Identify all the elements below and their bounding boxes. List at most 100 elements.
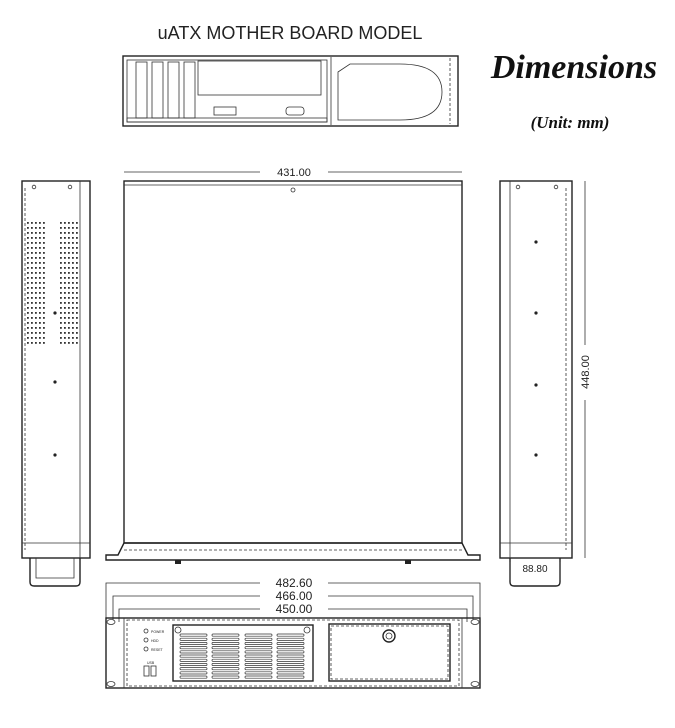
vent-slot xyxy=(244,667,273,671)
vent-slot xyxy=(244,633,273,637)
vent-hole xyxy=(60,262,62,264)
vent-hole xyxy=(31,232,33,234)
vent-hole xyxy=(72,302,74,304)
vent-hole xyxy=(64,337,66,339)
vent-slot xyxy=(211,658,240,662)
vent-hole xyxy=(60,292,62,294)
vent-hole xyxy=(76,232,78,234)
vent-hole xyxy=(39,257,41,259)
vent-hole xyxy=(60,222,62,224)
vent-hole xyxy=(35,242,37,244)
vent-hole xyxy=(60,287,62,289)
vent-hole xyxy=(27,282,29,284)
vent-hole xyxy=(76,327,78,329)
vent-hole xyxy=(64,227,66,229)
vent-hole xyxy=(35,237,37,239)
vent-hole xyxy=(76,222,78,224)
vent-hole xyxy=(64,317,66,319)
vent-hole xyxy=(72,252,74,254)
vent-hole xyxy=(39,272,41,274)
vent-hole xyxy=(43,282,45,284)
front-dimensions: 482.60 466.00 450.00 xyxy=(105,576,481,622)
vent-hole xyxy=(27,247,29,249)
vent-hole xyxy=(43,342,45,344)
vent-hole xyxy=(35,302,37,304)
vent-hole xyxy=(68,242,70,244)
vent-hole xyxy=(72,262,74,264)
vent-hole xyxy=(31,332,33,334)
vent-hole xyxy=(35,297,37,299)
vent-slot xyxy=(244,675,273,679)
vent-hole xyxy=(43,227,45,229)
vent-hole xyxy=(68,332,70,334)
vent-hole xyxy=(68,262,70,264)
usb-label: USB xyxy=(147,661,155,665)
dimension-ear-width: 466.00 xyxy=(276,589,313,603)
vent-hole xyxy=(72,307,74,309)
vent-hole xyxy=(72,327,74,329)
vent-slot xyxy=(276,650,305,654)
vent-hole xyxy=(35,247,37,249)
vent-slot xyxy=(211,650,240,654)
vent-hole xyxy=(39,337,41,339)
vent-slot xyxy=(179,671,208,675)
vent-hole xyxy=(31,292,33,294)
vent-hole xyxy=(68,222,70,224)
vent-hole xyxy=(43,332,45,334)
vent-hole xyxy=(68,302,70,304)
vent-hole xyxy=(60,277,62,279)
vent-hole xyxy=(43,277,45,279)
vent-hole xyxy=(72,257,74,259)
vent-hole xyxy=(27,287,29,289)
vent-hole xyxy=(68,267,70,269)
vent-slot xyxy=(244,671,273,675)
vent-hole xyxy=(31,337,33,339)
vent-hole xyxy=(31,302,33,304)
vent-hole xyxy=(35,267,37,269)
vent-hole xyxy=(27,297,29,299)
vent-slot xyxy=(276,667,305,671)
dimension-body-width: 450.00 xyxy=(276,602,313,616)
vent-hole xyxy=(68,252,70,254)
vent-hole xyxy=(27,337,29,339)
vent-hole xyxy=(35,332,37,334)
vent-hole xyxy=(27,272,29,274)
rear-view xyxy=(122,55,459,127)
vent-hole xyxy=(35,277,37,279)
vent-hole xyxy=(35,282,37,284)
vent-hole xyxy=(27,322,29,324)
vent-hole xyxy=(60,227,62,229)
left-side-view xyxy=(21,180,91,587)
vent-slot xyxy=(179,663,208,666)
vent-hole xyxy=(76,272,78,274)
vent-hole xyxy=(27,262,29,264)
vent-hole xyxy=(27,222,29,224)
dimension-height: 88.80 xyxy=(522,564,547,575)
vent-hole xyxy=(31,252,33,254)
vent-hole xyxy=(27,312,29,314)
vent-hole xyxy=(72,342,74,344)
vent-hole xyxy=(60,322,62,324)
vent-hole xyxy=(72,267,74,269)
vent-hole xyxy=(35,337,37,339)
right-side-view: 448.00 88.80 xyxy=(499,180,592,587)
vent-hole xyxy=(39,262,41,264)
vent-hole xyxy=(68,282,70,284)
vent-hole xyxy=(39,237,41,239)
vent-slot xyxy=(244,637,273,641)
vent-slot xyxy=(244,658,273,662)
vent-slot xyxy=(211,671,240,675)
vent-hole xyxy=(68,342,70,344)
vent-hole xyxy=(64,292,66,294)
vent-hole xyxy=(72,332,74,334)
vent-slot xyxy=(179,642,208,645)
vent-hole xyxy=(27,267,29,269)
vent-hole xyxy=(39,317,41,319)
vent-hole xyxy=(64,247,66,249)
vent-hole xyxy=(64,252,66,254)
vent-hole xyxy=(39,277,41,279)
vent-hole xyxy=(39,242,41,244)
front-vent-grille xyxy=(179,633,305,679)
vent-hole xyxy=(64,297,66,299)
vent-hole xyxy=(60,267,62,269)
